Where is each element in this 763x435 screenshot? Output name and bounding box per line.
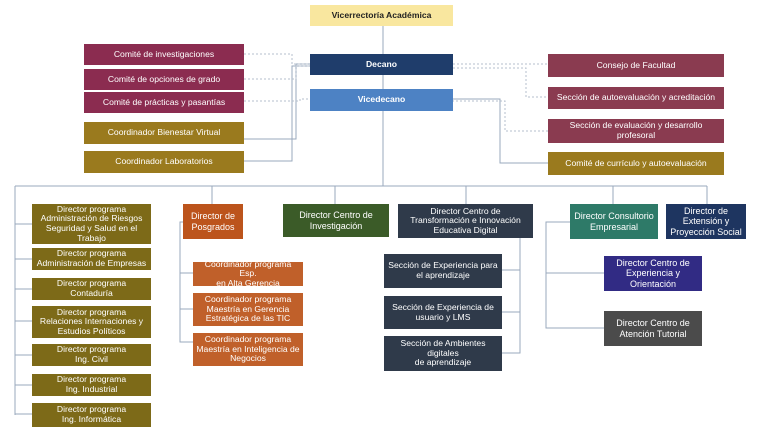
- coordinador-gerencia-tic-box: Coordinador programa Maestría en Gerenci…: [193, 293, 303, 326]
- director-programa-contaduria-box: Director programa Contaduría: [32, 278, 151, 300]
- director-atencion-tutorial-box: Director Centro de Atención Tutorial: [604, 311, 702, 346]
- comite-opciones-grado-box: Comité de opciones de grado: [84, 69, 244, 90]
- seccion-ambientes-digitales-box: Sección de Ambientes digitales de aprend…: [384, 336, 502, 371]
- vicedecano-box: Vicedecano: [310, 89, 453, 111]
- director-experiencia-orientacion-box: Director Centro de Experiencia y Orienta…: [604, 256, 702, 291]
- director-programa-civil-box: Director programa Ing. Civil: [32, 344, 151, 366]
- director-programa-informatica-box: Director programa Ing. Informática: [32, 403, 151, 427]
- director-consultorio-box: Director Consultorio Empresarial: [570, 204, 658, 239]
- coordinador-bienestar-box: Coordinador Bienestar Virtual: [84, 122, 244, 144]
- coordinador-alta-gerencia-box: Coordinador programa Esp. en Alta Gerenc…: [193, 259, 303, 288]
- director-extension-box: Director de Extensión y Proyección Socia…: [666, 204, 746, 239]
- director-programa-administracion-box: Director programa Administración de Empr…: [32, 248, 151, 270]
- coordinador-inteligencia-negocios-box: Coordinador programa Maestría en Intelig…: [193, 333, 303, 366]
- consejo-facultad-box: Consejo de Facultad: [548, 54, 724, 77]
- director-posgrados-box: Director de Posgrados: [183, 204, 243, 239]
- comite-curriculo-box: Comité de currículo y autoevaluación: [548, 152, 724, 175]
- seccion-experiencia-aprendizaje-box: Sección de Experiencia para el aprendiza…: [384, 254, 502, 288]
- vicerrectoria-academica-box: Vicerrectoría Académica: [310, 5, 453, 26]
- comite-practicas-box: Comité de prácticas y pasantías: [84, 92, 244, 113]
- director-programa-riesgos-box: Director programa Administración de Ries…: [32, 204, 151, 244]
- seccion-experiencia-usuario-box: Sección de Experiencia de usuario y LMS: [384, 296, 502, 329]
- comite-investigaciones-box: Comité de investigaciones: [84, 44, 244, 65]
- director-centro-transformacion-box: Director Centro de Transformación e Inno…: [398, 204, 533, 238]
- director-programa-industrial-box: Director programa Ing. Industrial: [32, 374, 151, 396]
- coordinador-laboratorios-box: Coordinador Laboratorios: [84, 151, 244, 173]
- seccion-autoevaluacion-box: Sección de autoevaluación y acreditación: [548, 87, 724, 109]
- director-programa-relaciones-box: Director programa Relaciones Internacion…: [32, 306, 151, 338]
- seccion-evaluacion-box: Sección de evaluación y desarrollo profe…: [548, 119, 724, 143]
- decano-box: Decano: [310, 54, 453, 75]
- director-centro-investigacion-box: Director Centro de Investigación: [283, 204, 389, 237]
